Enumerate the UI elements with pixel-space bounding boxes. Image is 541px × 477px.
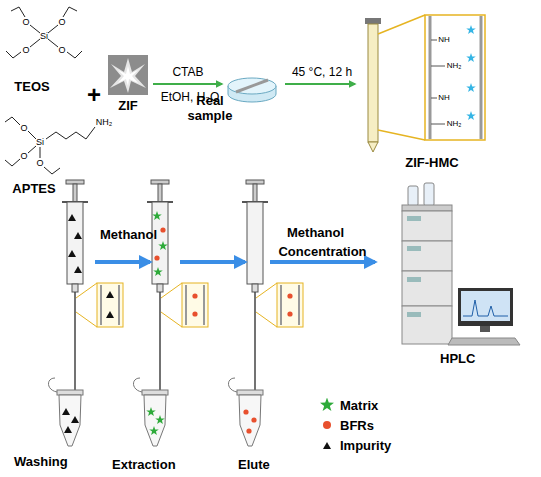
step-label: Methanol [100, 228, 157, 243]
reaction-arrow [285, 83, 355, 85]
atom-label: O [58, 46, 65, 55]
zif-image [108, 55, 148, 95]
step-caption: Extraction [112, 458, 176, 473]
legend-item: BFRs [320, 418, 374, 432]
step-label: Real sample [180, 94, 240, 124]
syringe [62, 180, 123, 402]
legend-swatch [320, 418, 334, 432]
hplc-node: HPLC [375, 180, 535, 380]
edge-label: Concentration [278, 245, 366, 258]
capillary-column [365, 15, 485, 152]
teos-structure [6, 7, 82, 58]
flow-arrow [95, 260, 150, 264]
star-symbol [320, 398, 334, 411]
reagent-label: CTAB [172, 66, 203, 78]
atom-label: O [20, 152, 27, 161]
triangle-symbol [323, 442, 331, 449]
syringe [242, 180, 303, 402]
petri-dish [228, 78, 276, 102]
elution-step: MethanolElute [245, 180, 270, 465]
atom-label: O [58, 18, 65, 27]
group-label: NH₂ [96, 118, 113, 127]
compound-name: APTES [12, 182, 55, 195]
atom-label: O [36, 159, 43, 168]
legend-text: BFRs [340, 419, 374, 432]
atom-label: O [22, 46, 29, 55]
atom-label: Si [36, 138, 44, 147]
atom-label: O [22, 18, 29, 27]
product-name: ZIF-HMC [405, 156, 458, 169]
plus-sign: + [87, 83, 101, 107]
sample-tube [228, 378, 263, 446]
legend-text: Matrix [340, 399, 378, 412]
reaction-arrow [153, 83, 222, 85]
flow-arrow [180, 260, 245, 264]
material-name: ZIF [118, 99, 138, 112]
sample-tube [133, 378, 168, 446]
flow-arrow [270, 260, 375, 264]
atom-label: O [20, 124, 27, 133]
extraction-step: Real sampleExtraction [150, 180, 180, 465]
group-label: NH₂ [447, 120, 462, 128]
atom-label: Si [40, 32, 48, 41]
group-label: NH [438, 36, 450, 44]
legend-item: Matrix [320, 398, 378, 412]
legend-swatch [320, 438, 334, 452]
sample-tube [48, 378, 83, 446]
step-label: HPLC [440, 352, 475, 367]
syringe [147, 180, 208, 402]
washing-step: MethanolWashing [30, 180, 95, 465]
condition-label: 45 °C, 12 h [292, 66, 352, 78]
group-label: NH₂ [447, 62, 462, 70]
dot-symbol [323, 421, 331, 429]
legend-swatch [320, 398, 334, 412]
step-label: Methanol [287, 226, 344, 241]
legend-text: Impurity [340, 439, 391, 452]
hplc-instrument [402, 183, 520, 345]
legend-item: Impurity [320, 438, 391, 452]
step-caption: Washing [14, 455, 68, 470]
group-label: NH [438, 94, 450, 102]
step-caption: Elute [238, 458, 270, 473]
aptes-structure [5, 117, 95, 174]
compound-name: TEOS [14, 80, 49, 93]
